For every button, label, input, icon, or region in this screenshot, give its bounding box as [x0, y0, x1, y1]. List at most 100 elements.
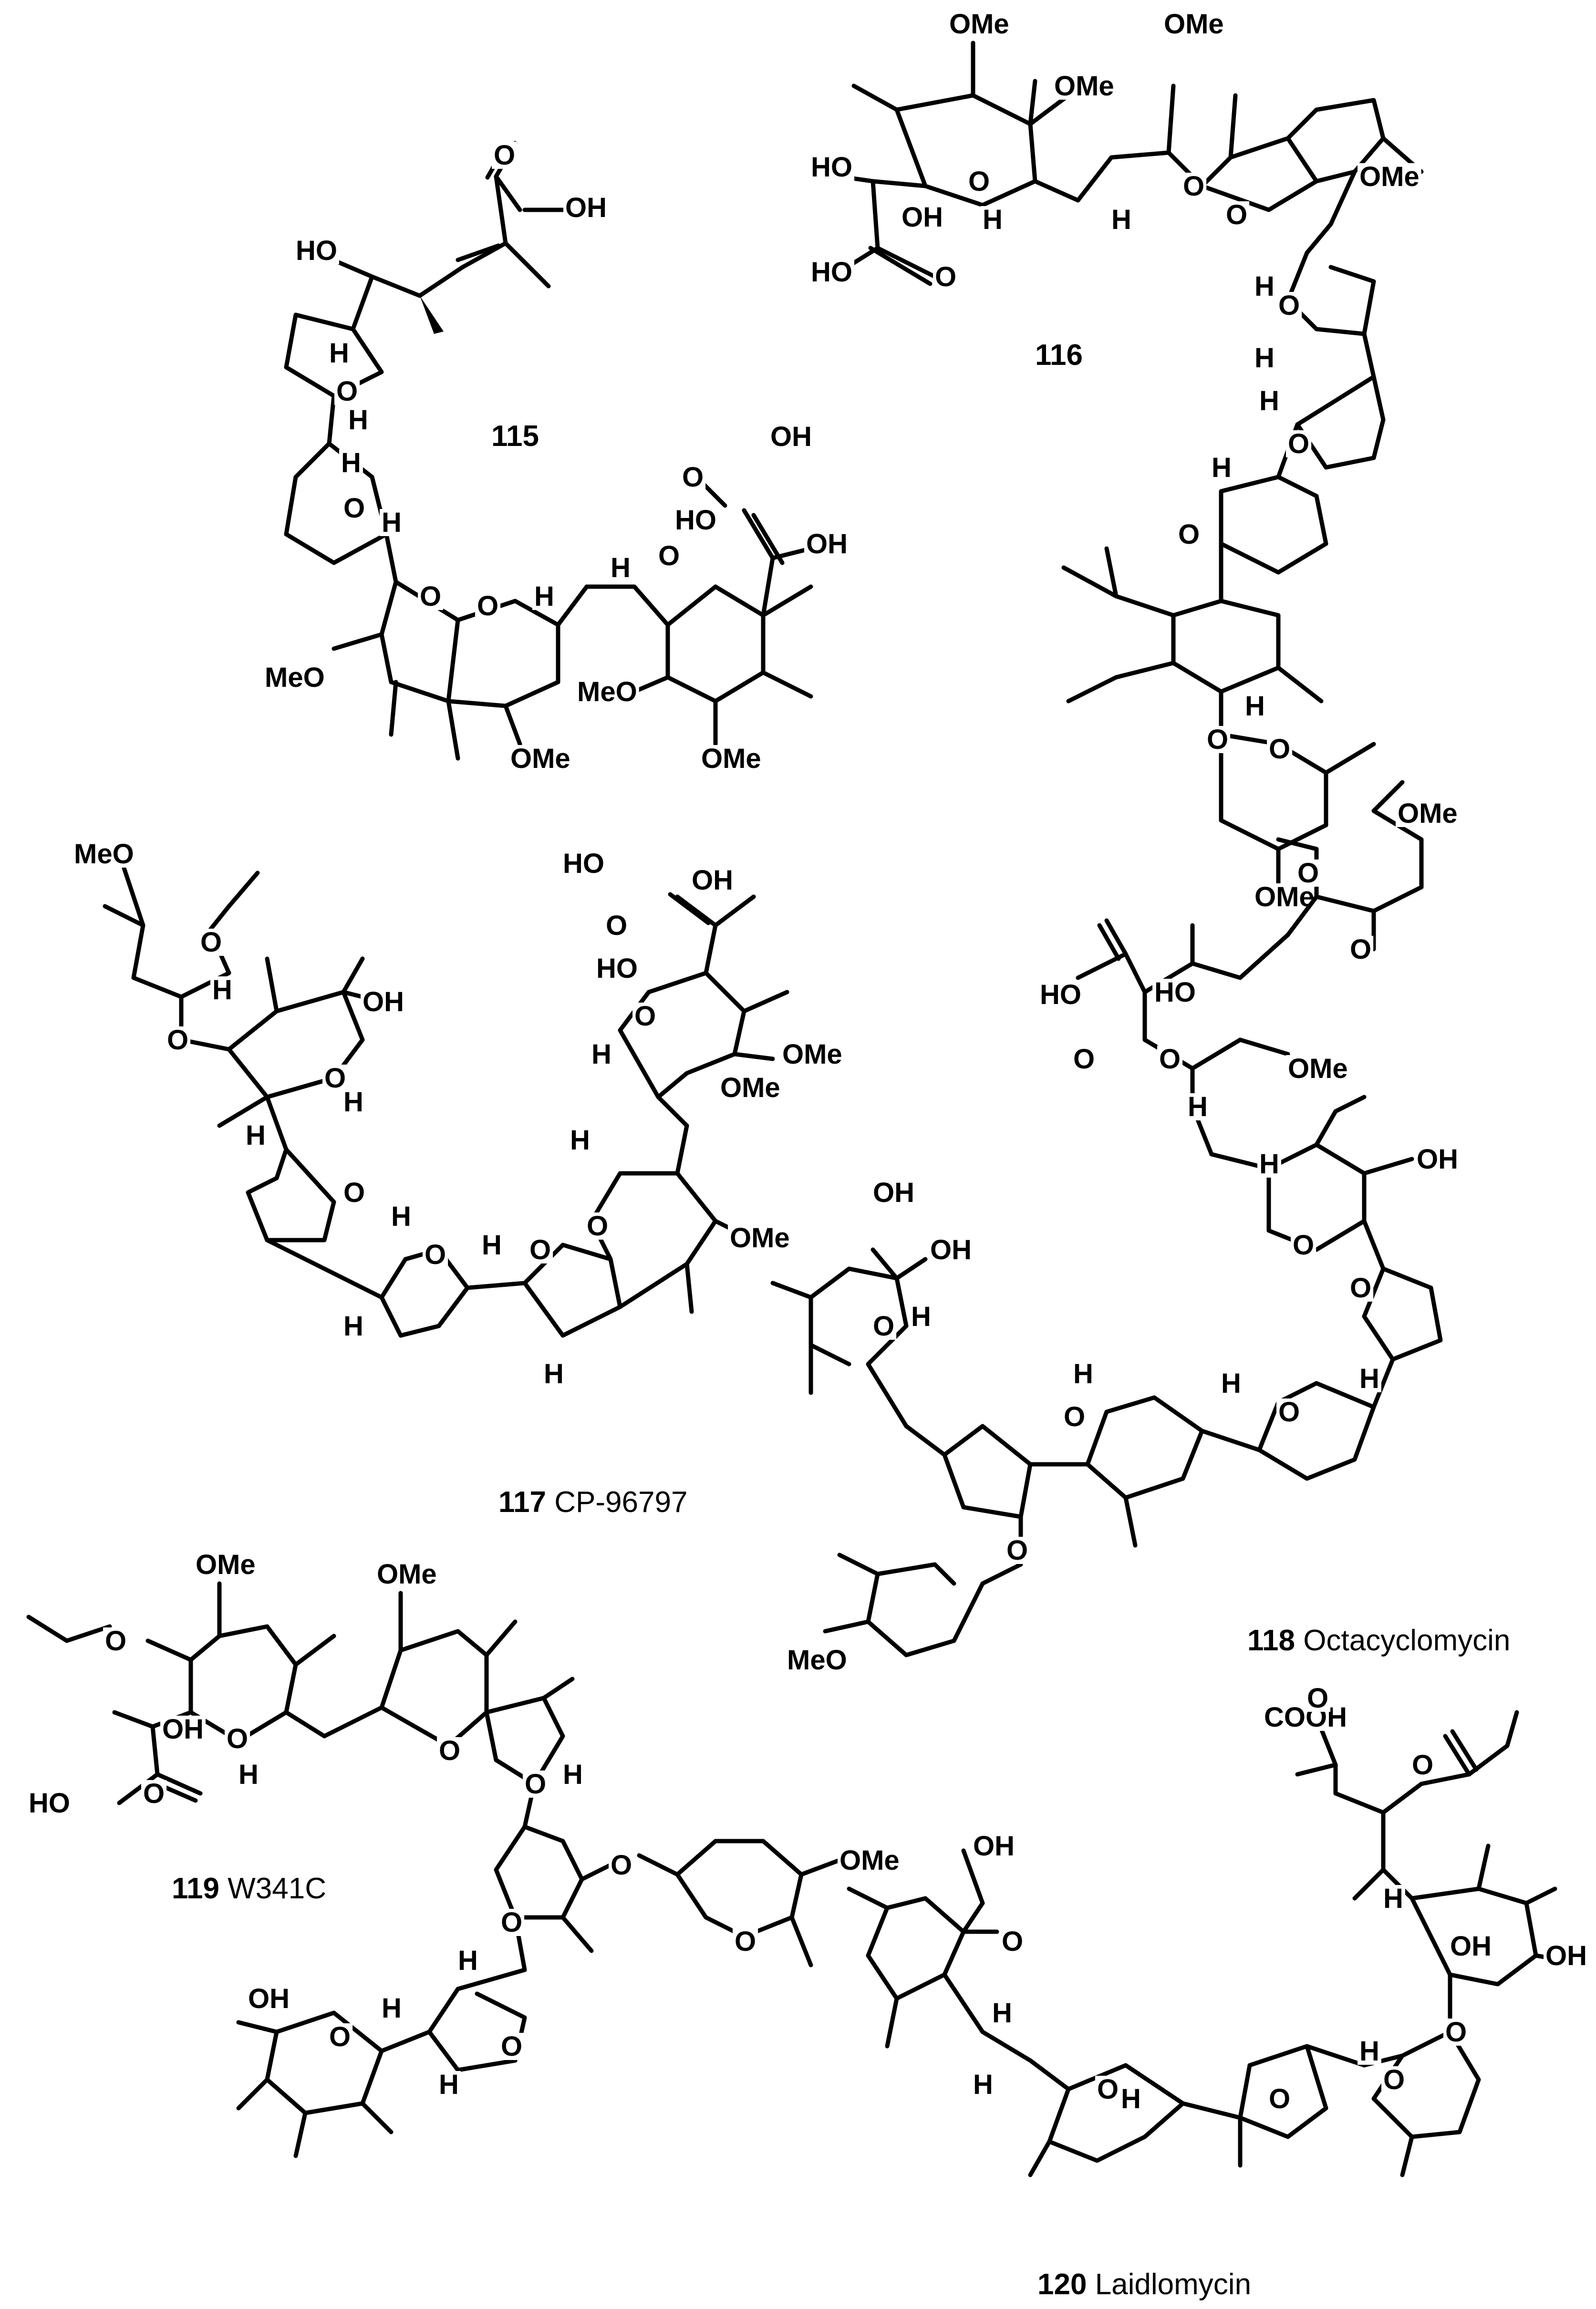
label-knockout [263, 664, 327, 691]
atom-label: O [935, 261, 956, 292]
compound-119-atom-labels: OMe OMe O OH O H O HO O O H O O OMe O OH… [27, 1549, 902, 2100]
atom-label: O [1350, 934, 1371, 965]
atom-label: H [1121, 2083, 1141, 2114]
atom-label: O [1064, 1401, 1085, 1432]
atom-label: OH [770, 421, 812, 452]
label-knockout [361, 988, 406, 1015]
label-knockout [609, 554, 632, 581]
label-knockout [568, 1127, 592, 1154]
label-knockout [1186, 1093, 1210, 1120]
label-knockout [346, 406, 370, 434]
atom-label: H [391, 1201, 411, 1232]
atom-label: H [1111, 204, 1131, 235]
compound-117-structure [103, 866, 789, 1338]
label-knockout [1219, 1370, 1243, 1397]
label-knockout [1295, 859, 1321, 887]
label-knockout [508, 745, 572, 772]
atom-label: O [606, 910, 627, 941]
atom-label: O [525, 1769, 546, 1800]
label-knockout [1062, 1403, 1088, 1430]
label-knockout [1286, 1055, 1350, 1082]
atom-label: MeO [787, 1645, 847, 1676]
label-knockout [1276, 292, 1302, 319]
label-knockout [322, 1065, 348, 1092]
label-knockout [375, 1561, 439, 1588]
label-knockout [1396, 800, 1460, 827]
atom-label: H [1221, 1368, 1241, 1399]
atom-label: OH [692, 865, 733, 896]
atom-label: O [105, 1626, 126, 1657]
label-knockout [1358, 1365, 1381, 1392]
svg-text:119 W341C: 119 W341C [172, 1872, 326, 1905]
atom-label: O [1350, 1273, 1371, 1304]
atom-label: HO [296, 235, 337, 266]
atom-label: OH [806, 528, 848, 559]
label-knockout [928, 1236, 974, 1263]
compound-number: 119 [172, 1872, 219, 1905]
label-knockout [1257, 387, 1281, 414]
label-knockout [718, 1074, 782, 1101]
label-knockout [1109, 206, 1133, 233]
atom-label: OH [873, 1177, 914, 1208]
label-knockout [1305, 1685, 1331, 1712]
atom-label: O [343, 493, 365, 524]
label-knockout [437, 1737, 463, 1764]
label-knockout [342, 1088, 365, 1116]
atom-label: O [167, 1025, 188, 1056]
label-knockout [1286, 430, 1312, 457]
atom-label: H [611, 552, 631, 583]
label-knockout [561, 850, 606, 877]
label-knockout [141, 1780, 167, 1807]
atom-label: H [544, 1358, 564, 1389]
atom-label: H [238, 1759, 259, 1790]
label-knockout [198, 929, 224, 956]
svg-text:120 Laidlomycin: 120 Laidlomycin [1037, 2268, 1251, 2301]
label-knockout [334, 378, 360, 405]
atom-label: O [1183, 171, 1204, 202]
compound-name: Octacyclomycin [1303, 1624, 1510, 1657]
label-knockout [523, 1771, 549, 1798]
label-knockout [900, 204, 945, 231]
label-knockout [418, 583, 444, 610]
label-knockout [1052, 72, 1116, 100]
label-knockout [342, 1313, 365, 1340]
label-knockout [1257, 1150, 1281, 1178]
atom-label: O [143, 1778, 165, 1809]
atom-label: HO [563, 848, 604, 879]
label-knockout [1095, 2076, 1121, 2103]
atom-label: H [1254, 342, 1275, 373]
label-knockout [680, 464, 706, 491]
atom-label: O [634, 1001, 656, 1032]
label-knockout [1358, 2038, 1381, 2065]
atom-label: O [1159, 1044, 1181, 1075]
label-knockout [673, 507, 718, 534]
label-knockout [656, 542, 682, 569]
label-knockout [380, 1995, 404, 2022]
label-knockout [1276, 1398, 1302, 1426]
compound-name: W341C [228, 1872, 326, 1905]
atom-label: HO [1040, 979, 1081, 1010]
label-knockout [542, 1360, 566, 1387]
atom-label: OH [162, 1714, 204, 1745]
label-knockout [72, 840, 136, 868]
label-knockout [1071, 1360, 1095, 1387]
atom-label: OH [973, 1831, 1015, 1862]
atom-label: OMe [701, 743, 761, 774]
label-knockout [1381, 2066, 1407, 2093]
atom-label: O [336, 376, 358, 407]
label-knockout [871, 1313, 897, 1340]
compound-name: Laidlomycin [1095, 2268, 1251, 2301]
compound-number: 120 [1037, 2268, 1087, 2301]
label-knockout [1005, 1537, 1030, 1564]
atom-label: O [1006, 1535, 1028, 1566]
label-knockout [244, 1122, 268, 1149]
atom-label: H [534, 581, 554, 612]
label-knockout [933, 263, 959, 290]
label-knockout [909, 1303, 933, 1330]
label-knockout [585, 1212, 611, 1240]
label-knockout [1348, 936, 1374, 963]
atom-label: H [1259, 385, 1279, 416]
compound-118-caption: 118 Octacyclomycin [1247, 1624, 1510, 1657]
label-knockout [1253, 273, 1276, 300]
atom-label: OMe [949, 9, 1009, 40]
